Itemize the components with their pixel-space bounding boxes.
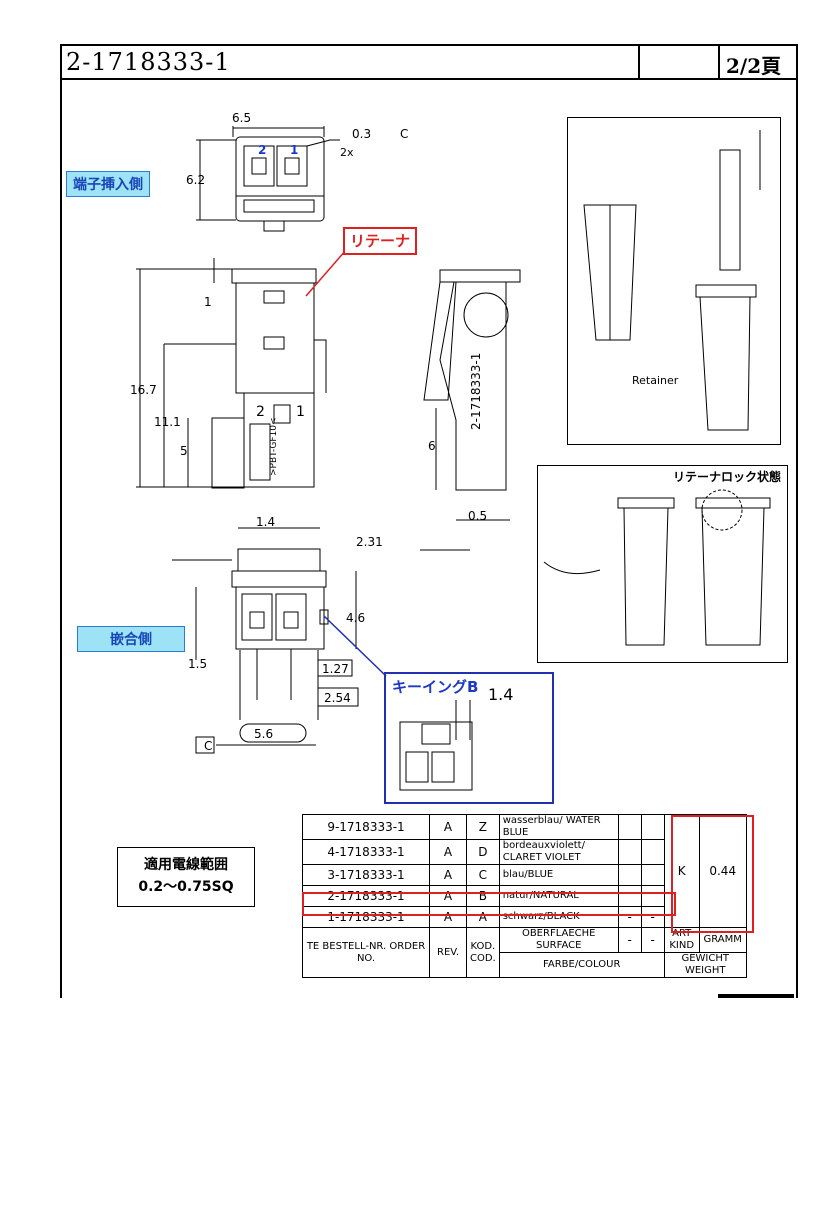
lock-detail bbox=[543, 489, 771, 646]
position-ref: C bbox=[400, 127, 408, 141]
retainer-lock-frame: リテーナロック状態 bbox=[537, 465, 788, 663]
retainer-en-label: Retainer bbox=[632, 374, 679, 387]
dim-5: 5 bbox=[180, 444, 188, 458]
dash: - bbox=[640, 927, 665, 953]
cavity-1-label: 1 bbox=[290, 143, 298, 157]
dim-0-5: 0.5 bbox=[468, 509, 487, 523]
dim-4-6: 4.6 bbox=[346, 611, 365, 625]
part-number: 2-1718333-1 bbox=[66, 48, 231, 76]
order-no: 3-1718333-1 bbox=[302, 864, 430, 886]
dim-6-2: 6.2 bbox=[186, 173, 205, 187]
highlight-kind-weight bbox=[671, 815, 754, 933]
table-header-row: FARBE/COLOUR GEWICHT WEIGHT bbox=[303, 952, 747, 978]
keying-box: キーイングB bbox=[384, 672, 554, 804]
pin-2-label: 2 bbox=[256, 404, 265, 420]
drawing-sheet: 2-1718333-1 2/2頁 bbox=[60, 44, 798, 998]
side-view bbox=[420, 269, 521, 551]
wire-range-box: 適用電線範囲 0.2〜0.75SQ bbox=[117, 847, 255, 907]
pin-1-label: 1 bbox=[296, 404, 305, 420]
mating-side-label: 嵌合側 bbox=[77, 626, 185, 652]
rev: A bbox=[429, 839, 467, 865]
title-divider bbox=[638, 46, 640, 78]
dim-1-27: 1.27 bbox=[322, 662, 349, 676]
retainer-label: リテーナ bbox=[343, 227, 417, 255]
code: Z bbox=[466, 814, 500, 840]
header-order: TE BESTELL-NR. ORDER NO. bbox=[302, 927, 430, 978]
weight-value: 0.44 bbox=[698, 814, 747, 928]
table-row: 4-1718333-1 A D bordeauxviolett/ CLARET … bbox=[302, 839, 747, 865]
parts-table: 9-1718333-1 A Z wasserblau/ WATER BLUE K… bbox=[302, 814, 747, 978]
table-row: 3-1718333-1 A C blau/BLUE bbox=[302, 864, 747, 886]
kind-value: K bbox=[663, 814, 700, 928]
code: D bbox=[466, 839, 500, 865]
cavity-2-label: 2 bbox=[258, 143, 266, 157]
header-surface: OBERFLAECHE SURFACE bbox=[498, 927, 619, 953]
header-rev: REV. bbox=[429, 927, 467, 978]
wire-range-title: 適用電線範囲 bbox=[144, 857, 228, 873]
dim-16-7: 16.7 bbox=[130, 383, 157, 397]
side-marking: 2-1718333-1 bbox=[469, 353, 483, 430]
rev: A bbox=[429, 814, 467, 840]
dash: - bbox=[617, 927, 642, 953]
title-divider bbox=[718, 46, 720, 78]
terminal-insertion-side-label: 端子挿入側 bbox=[66, 171, 150, 197]
colour: wasserblau/ WATER BLUE bbox=[498, 814, 619, 840]
retainer-detail bbox=[583, 130, 761, 431]
title-block: 2-1718333-1 2/2頁 bbox=[62, 46, 796, 80]
wire-range-value: 0.2〜0.75SQ bbox=[138, 879, 234, 895]
dim-1-4: 1.4 bbox=[256, 515, 275, 529]
twice-marker: 2x bbox=[340, 146, 354, 159]
rev: A bbox=[429, 864, 467, 886]
colour: blau/BLUE bbox=[498, 864, 619, 886]
front-view bbox=[136, 258, 327, 489]
top-view bbox=[196, 126, 340, 232]
keying-label: キーイングB bbox=[392, 678, 479, 696]
material-marking: >PBT-GF10< bbox=[269, 417, 279, 476]
keying-detail bbox=[399, 700, 473, 791]
dim-2-54: 2.54 bbox=[324, 691, 351, 705]
page-number: 2/2頁 bbox=[726, 54, 782, 78]
header-weight: GEWICHT WEIGHT bbox=[663, 952, 747, 978]
dim-6: 6 bbox=[428, 439, 436, 453]
mating-view bbox=[172, 527, 357, 746]
dim-11-1: 11.1 bbox=[154, 415, 181, 429]
retainer-detail-frame bbox=[567, 117, 781, 445]
header-colour: FARBE/COLOUR bbox=[498, 952, 665, 978]
retainer-lock-label: リテーナロック状態 bbox=[672, 470, 781, 484]
sheet-end-bar bbox=[718, 994, 794, 998]
position-tolerance: 0.3 bbox=[352, 127, 371, 141]
dim-1-5: 1.5 bbox=[188, 657, 207, 671]
table-header-row: TE BESTELL-NR. ORDER NO. REV. KOD. COD. … bbox=[302, 927, 747, 978]
datum-c: C bbox=[204, 739, 212, 753]
dim-6-5: 6.5 bbox=[232, 111, 251, 125]
keying-dim: 1.4 bbox=[488, 685, 513, 704]
code: C bbox=[466, 864, 500, 886]
highlight-row bbox=[302, 892, 676, 916]
order-no: 4-1718333-1 bbox=[302, 839, 430, 865]
colour: bordeauxviolett/ CLARET VIOLET bbox=[498, 839, 619, 865]
dim-2-31: 2.31 bbox=[356, 535, 383, 549]
dim-1: 1 bbox=[204, 295, 212, 309]
order-no: 9-1718333-1 bbox=[302, 814, 430, 840]
dim-5-6: 5.6 bbox=[254, 727, 273, 741]
header-code: KOD. COD. bbox=[466, 927, 500, 978]
